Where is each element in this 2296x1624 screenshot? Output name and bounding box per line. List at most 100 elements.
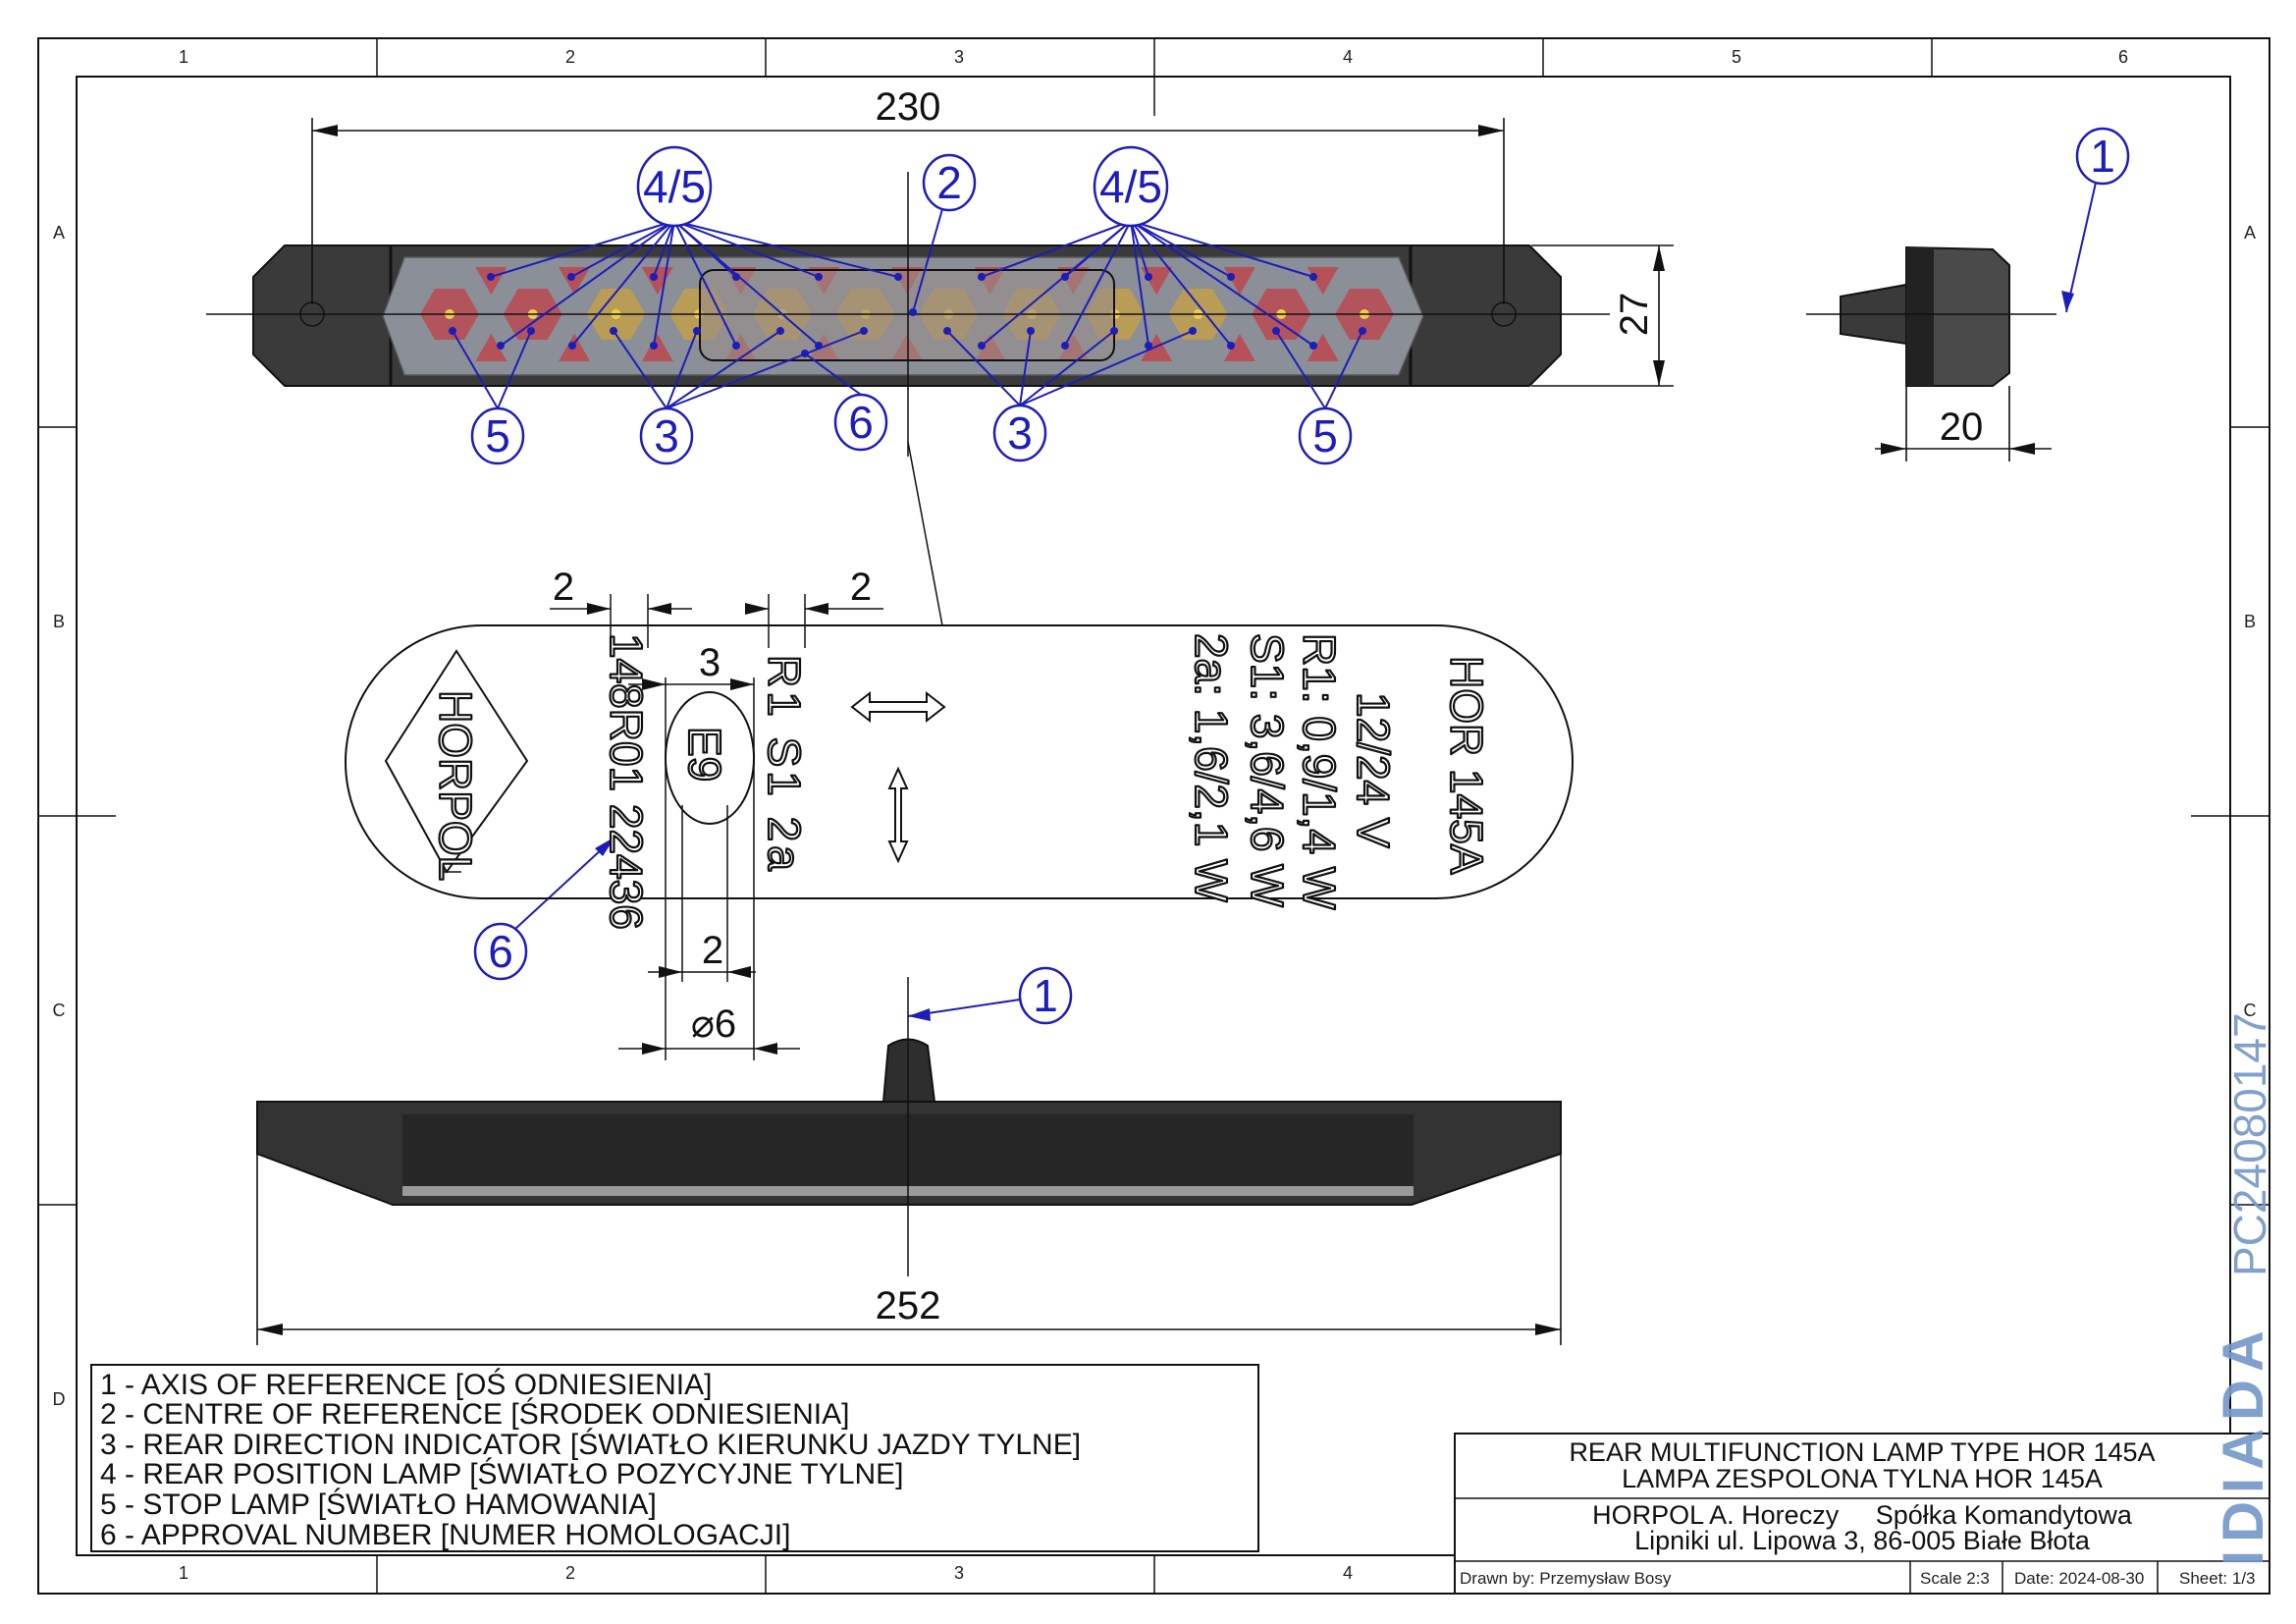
lens-label-area — [699, 269, 1115, 361]
leader-dot — [1145, 342, 1152, 350]
dimension-230-label: 230 — [876, 85, 941, 129]
drawing-frame — [37, 37, 2270, 1595]
zone-row-b: B — [53, 612, 65, 631]
balloon-2: 2 — [922, 153, 977, 212]
leader-line — [613, 330, 667, 409]
leader-dot — [943, 327, 951, 335]
leader-dot — [801, 350, 809, 357]
balloon-leaders — [449, 208, 1366, 409]
approval-label-plate: HORPOL 148R01 22436 E9 R1 S1 2a HOR 145A… — [345, 566, 1574, 1060]
leader-line — [666, 330, 781, 409]
title-en: REAR MULTIFUNCTION LAMP TYPE HOR 145A — [1569, 1437, 2155, 1467]
leader-line — [490, 220, 675, 278]
leader-dot — [776, 327, 784, 335]
plate-voltage: 12/24 V — [1348, 692, 1399, 848]
leader-line — [1019, 330, 1194, 406]
legend-item-2: 2 - CENTRE OF REFERENCE [ŚRODEK ODNIESIE… — [100, 1397, 849, 1431]
reflector-triangle — [1223, 334, 1255, 361]
leader-line — [673, 220, 737, 347]
leader-line — [666, 330, 698, 409]
leader-dot — [1145, 273, 1152, 281]
lamp-front-view — [206, 172, 1610, 626]
zone-labels: 1 2 3 4 5 6 1 2 3 4 A B C D A B C — [53, 47, 2257, 1583]
leader-dot — [1359, 327, 1366, 335]
date: Date: 2024-08-30 — [2014, 1569, 2144, 1588]
plate-approval-number: 148R01 22436 — [601, 633, 652, 930]
zone-row-b-right: B — [2244, 612, 2256, 631]
reflector-triangle — [1307, 334, 1339, 361]
leader-line — [981, 220, 1132, 347]
svg-text:4/5: 4/5 — [1099, 161, 1162, 212]
leader-dot — [487, 273, 495, 281]
plate-brand: HORPOL — [430, 690, 481, 881]
zone-row-d: D — [53, 1389, 66, 1409]
leader-line — [673, 220, 899, 278]
leader-line — [1019, 330, 1115, 406]
dimension-e-mark-inner: 2 — [702, 929, 723, 972]
zone-row-c-right: C — [2244, 1001, 2257, 1020]
leader-dot — [978, 342, 986, 350]
balloon-4-5-left: 4/5 — [636, 145, 713, 228]
balloon-3-right: 3 — [992, 404, 1047, 462]
leader-dot — [732, 342, 740, 350]
leader-dot — [650, 342, 658, 350]
reflector-triangle — [641, 334, 673, 361]
zone-col-3-bottom: 3 — [954, 1563, 964, 1583]
dimension-plate-gap-left: 2 — [553, 566, 574, 609]
horizontal-double-arrow — [850, 690, 946, 724]
leader-line — [570, 220, 675, 278]
leader-line — [1130, 220, 1314, 347]
svg-text:6: 6 — [848, 397, 874, 448]
legend-item-1: 1 - AXIS OF REFERENCE [OŚ ODNIESIENIA] — [100, 1368, 712, 1401]
legend-item-4: 4 - REAR POSITION LAMP [ŚWIATŁO POZYCYJN… — [100, 1457, 904, 1490]
company-name: HORPOL A. Horeczy Spółka Komandytowa — [1592, 1500, 2133, 1530]
plate-r1: R1: 0,9/1,4 W — [1294, 633, 1345, 910]
plate-e-mark: E9 — [679, 727, 730, 782]
leader-dot — [815, 273, 823, 281]
leader-line — [653, 220, 675, 278]
zone-col-4-bottom: 4 — [1343, 1563, 1353, 1583]
dimension-252-label: 252 — [876, 1284, 941, 1327]
title-block: REAR MULTIFUNCTION LAMP TYPE HOR 145A LA… — [1454, 1433, 2270, 1595]
legend-item-6: 6 - APPROVAL NUMBER [NUMER HOMOLOGACJI] — [100, 1519, 790, 1551]
leader-line — [452, 330, 499, 409]
leader-line — [1064, 220, 1132, 347]
leader-line — [500, 220, 675, 347]
balloon-4-5-right: 4/5 — [1093, 145, 1169, 228]
watermark-code: PC24080147 — [2224, 1012, 2275, 1276]
leader-line — [497, 330, 532, 409]
zone-col-1-bottom: 1 — [179, 1563, 188, 1583]
leader-dot — [497, 342, 505, 350]
leader-line — [1324, 330, 1363, 409]
leader-dot — [894, 273, 902, 281]
leader-line — [673, 220, 820, 278]
leader-dot — [1309, 342, 1317, 350]
leader-dot — [909, 308, 917, 316]
leader-dot — [650, 273, 658, 281]
idiada-watermark: IDIADA PC24080147 — [2212, 1012, 2275, 1566]
leader-dot — [1027, 327, 1035, 335]
company-address: Lipniki ul. Lipowa 3, 86-005 Białe Błota — [1634, 1526, 2091, 1555]
leader-dot — [693, 327, 701, 335]
balloon-3-left: 3 — [639, 406, 694, 465]
leader-dot — [449, 327, 456, 335]
legend-item-5: 5 - STOP LAMP [ŚWIATŁO HAMOWANIA] — [100, 1488, 657, 1521]
leader-line — [673, 220, 820, 347]
dimension-e-mark-width: 3 — [699, 641, 721, 684]
legend-item-3: 3 - REAR DIRECTION INDICATOR [ŚWIATŁO KI… — [100, 1428, 1081, 1461]
zone-row-a-right: A — [2244, 223, 2256, 243]
plate-functions: R1 S1 2a — [759, 655, 810, 875]
balloon-5-left: 5 — [470, 406, 525, 465]
zone-col-1: 1 — [179, 47, 188, 67]
leader-dot — [978, 273, 986, 281]
zone-col-5: 5 — [1732, 47, 1741, 67]
zone-row-c: C — [53, 1001, 66, 1020]
leader-dot — [1309, 273, 1317, 281]
leader-dot — [527, 327, 535, 335]
lamp-bottom-view: 252 — [256, 977, 1562, 1345]
leader-dot — [610, 327, 617, 335]
leader-dot — [1110, 327, 1118, 335]
leader-line — [1130, 220, 1232, 278]
dimension-e-mark-diameter: ⌀6 — [691, 1002, 736, 1046]
vertical-double-arrow — [887, 766, 909, 864]
